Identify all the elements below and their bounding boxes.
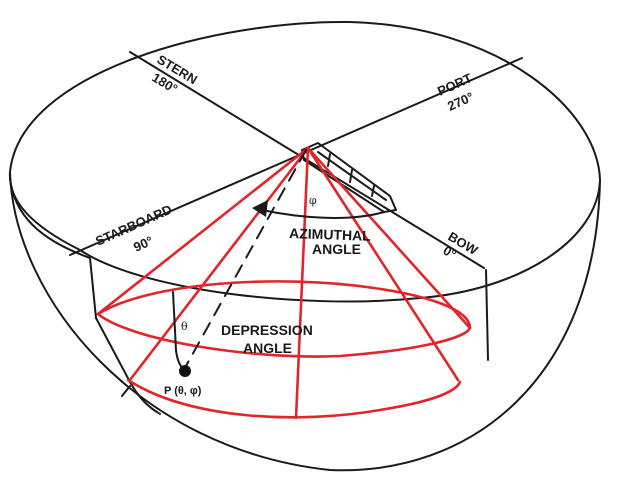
label-azimuthal: AZIMUTHAL: [289, 225, 372, 244]
hemisphere: [8, 20, 601, 472]
label-depression: DEPRESSION: [221, 322, 313, 338]
beam-edge-mid: [294, 146, 310, 420]
azimuthal-angle-arrow: [252, 200, 385, 219]
deck-front-edge: [9, 177, 91, 259]
label-starboard-degrees: 90°: [131, 233, 155, 255]
ship-icon: [301, 142, 397, 213]
beam-edge-right: [306, 146, 472, 330]
beam-rim-upper-front: [96, 312, 472, 358]
depression-angle-marks: [172, 149, 307, 377]
hemisphere-top-ellipse: [8, 20, 601, 303]
beam-rim-lower: [126, 378, 462, 419]
label-point-p: P (θ, φ): [164, 385, 202, 397]
label-azimuthal-angle: ANGLE: [312, 241, 361, 257]
cutaway-walls: [89, 257, 489, 415]
point-p-marker: [179, 365, 191, 377]
beam-rim-upper-back: [96, 280, 472, 330]
theta-symbol: θ: [181, 320, 188, 333]
label-depression-angle: ANGLE: [243, 340, 292, 356]
hemisphere-bowl: [9, 171, 601, 472]
azimuthal-arrowhead: [252, 200, 268, 217]
beam-cone: [96, 146, 472, 420]
point-direction-dashed: [185, 149, 307, 367]
beam-edge-left: [96, 146, 310, 316]
phi-symbol: φ: [309, 194, 317, 207]
beam-edge-left-inner: [128, 146, 310, 382]
beam-edge-right-inner: [306, 146, 460, 382]
